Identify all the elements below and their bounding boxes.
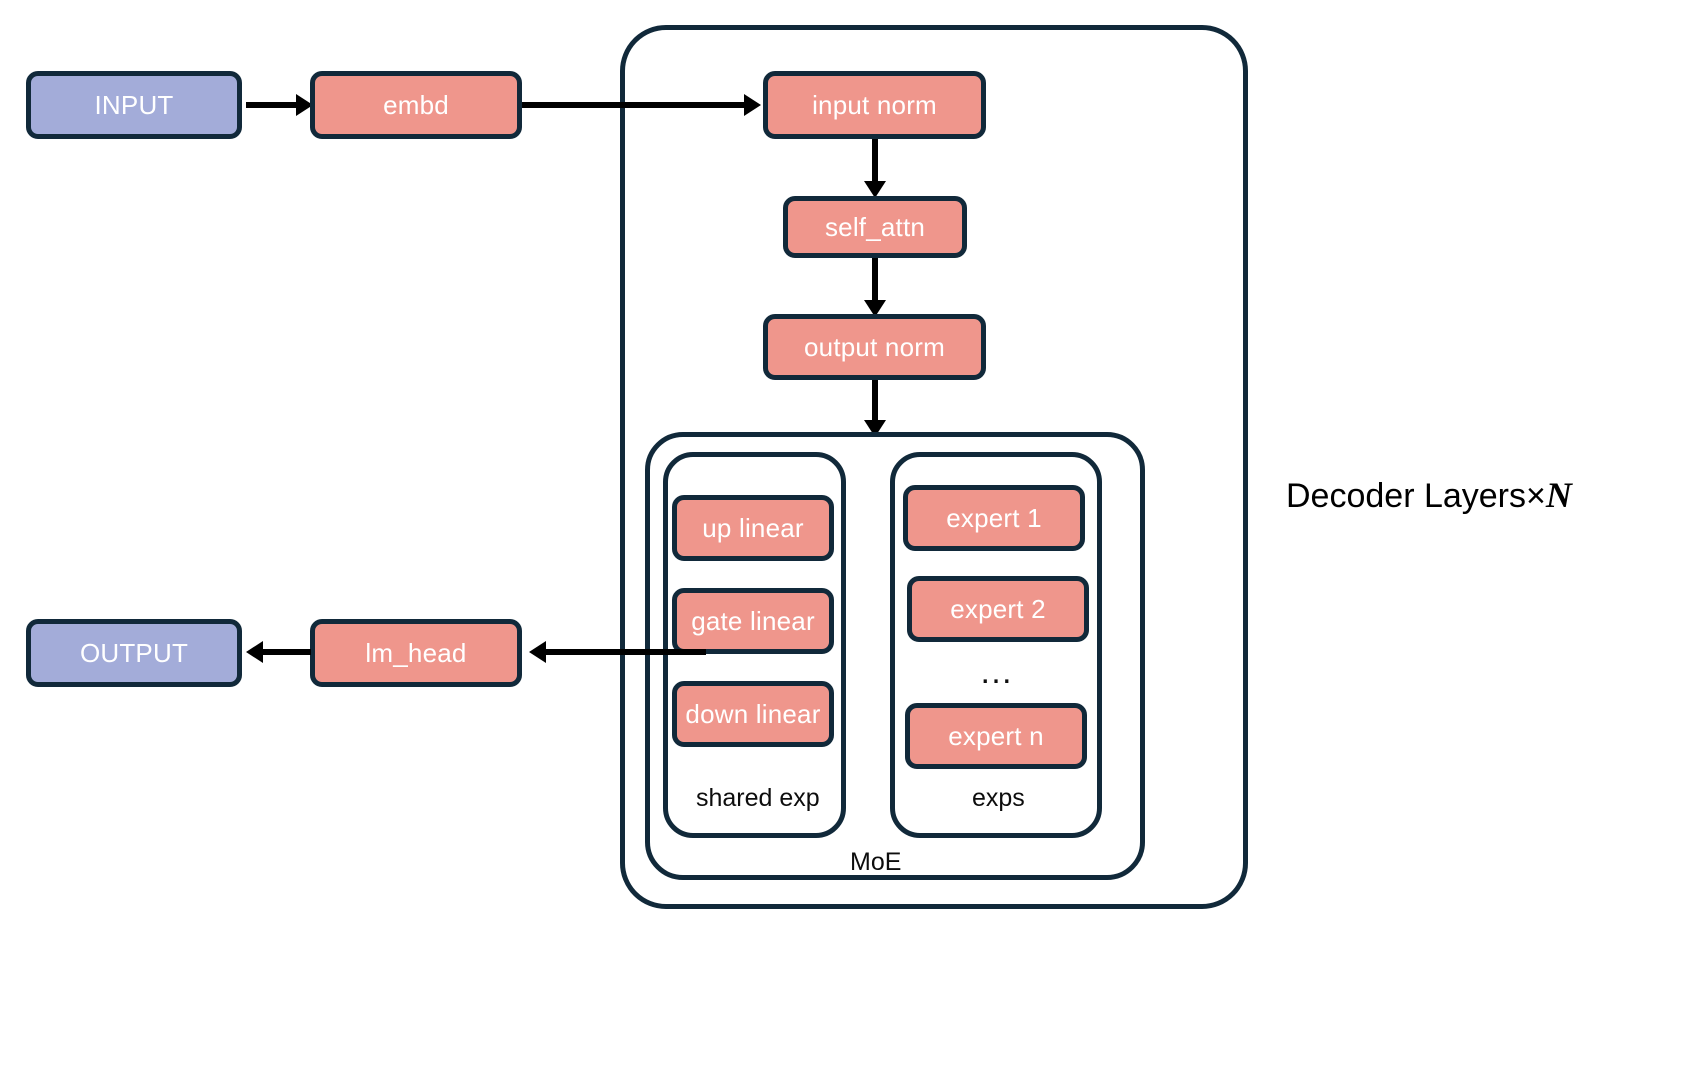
arrow-inputnorm-to-selfattn-line [872, 139, 878, 186]
output-node[interactable]: OUTPUT [26, 619, 242, 687]
experts-label: exps [972, 784, 1025, 812]
gate-linear-label: gate linear [691, 606, 815, 636]
decoder-layers-title-text: Decoder Layers× [1286, 477, 1546, 515]
expert-2-node[interactable]: expert 2 [907, 576, 1089, 642]
expert-2-label: expert 2 [950, 594, 1046, 624]
arrow-outputnorm-to-moe-line [872, 380, 878, 425]
down-linear-node[interactable]: down linear [672, 681, 834, 747]
lm-head-node[interactable]: lm_head [310, 619, 522, 687]
arrow-decoder-to-lmhead-head [529, 641, 546, 663]
decoder-layers-title-variable: N [1545, 475, 1572, 515]
expert-1-node[interactable]: expert 1 [903, 485, 1085, 551]
shared-expert-container [663, 452, 846, 838]
arrow-selfattn-to-outputnorm-line [872, 258, 878, 305]
experts-container [890, 452, 1102, 838]
input-norm-label: input norm [812, 90, 937, 120]
self-attn-label: self_attn [824, 212, 926, 242]
input-node-label: INPUT [94, 90, 174, 120]
self-attn-node[interactable]: self_attn [783, 196, 967, 258]
decoder-layers-title: Decoder Layers×N [1286, 477, 1572, 513]
embd-node-label: embd [383, 90, 449, 120]
down-linear-label: down linear [685, 699, 821, 729]
expert-1-label: expert 1 [946, 503, 1042, 533]
decoder-layers-container [620, 25, 1248, 909]
experts-ellipsis: … [979, 653, 1015, 691]
output-norm-label: output norm [804, 332, 945, 362]
embd-node[interactable]: embd [310, 71, 522, 139]
lm-head-label: lm_head [365, 638, 467, 668]
moe-label: MoE [850, 848, 902, 876]
shared-expert-label: shared exp [696, 784, 820, 812]
up-linear-label: up linear [702, 513, 804, 543]
arrow-decoder-to-lmhead-line [546, 649, 706, 655]
expert-n-label: expert n [948, 721, 1044, 751]
output-node-label: OUTPUT [79, 638, 189, 668]
arrow-lmhead-to-output-line [263, 649, 311, 655]
input-node[interactable]: INPUT [26, 71, 242, 139]
arrow-selfattn-to-outputnorm-head [864, 300, 886, 317]
input-norm-node[interactable]: input norm [763, 71, 986, 139]
arrow-input-to-embd-line [246, 102, 298, 108]
moe-container [645, 432, 1145, 880]
up-linear-node[interactable]: up linear [672, 495, 834, 561]
output-norm-node[interactable]: output norm [763, 314, 986, 380]
gate-linear-node[interactable]: gate linear [672, 588, 834, 654]
expert-n-node[interactable]: expert n [905, 703, 1087, 769]
arrow-inputnorm-to-selfattn-head [864, 181, 886, 198]
arrow-input-to-embd-head [296, 94, 313, 116]
arrow-embd-to-inputnorm-line [522, 102, 746, 108]
arrow-lmhead-to-output-head [246, 641, 263, 663]
arrow-embd-to-inputnorm-head [744, 94, 761, 116]
